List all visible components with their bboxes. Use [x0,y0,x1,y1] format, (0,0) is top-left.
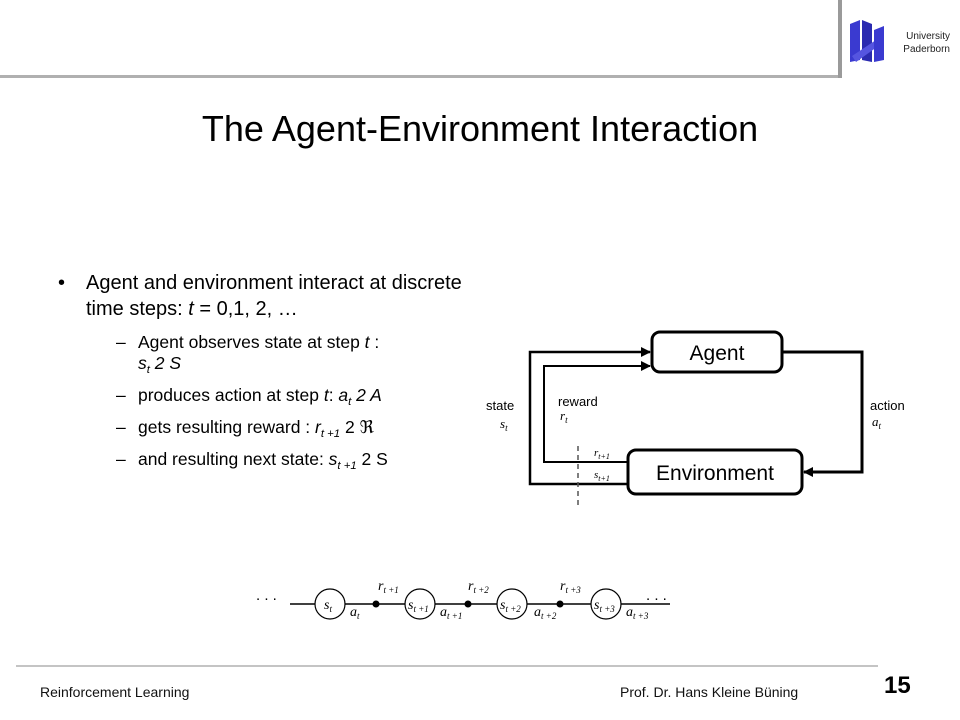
reward-arrow [543,361,651,463]
state-label: st [324,598,332,614]
state-arrow [528,347,651,486]
ellipsis-right: . . . [646,587,667,604]
reward-label: rt +3 [560,579,581,595]
state-label: state [486,398,514,413]
agent-label: Agent [690,342,745,365]
action-label: at +2 [534,605,557,621]
action-label: at +1 [440,605,462,621]
environment-label: Environment [656,462,774,485]
action-arrow [782,350,864,477]
university-logo-icon [850,20,884,62]
state-label: st +1 [408,598,429,614]
action-label: action [870,398,905,413]
bullet-dot: • [58,272,66,294]
state-node [590,588,622,620]
next-state-label: st+1 [594,469,610,483]
header-divider [838,0,842,78]
ellipsis-left: . . . [256,587,277,604]
svg-text:rt: rt [560,408,568,425]
action-label: at [350,605,360,621]
sub-bullet-observe: – Agent observes state at step t : st 2 … [116,332,380,376]
main-bullet-eq: = 0,1, 2, … [193,298,298,320]
footer-rule [16,665,878,667]
sub-bullet-action: – produces action at step t: at 2 A [116,385,382,408]
main-bullet: • Agent and environment interact at disc… [58,270,498,322]
action-label: at +3 [626,605,649,621]
main-bullet-var: t [188,298,194,320]
header-rule [0,75,840,78]
environment-box [626,448,804,496]
next-reward-label: rt+1 [594,447,610,461]
state-label: st +2 [500,598,521,614]
trajectory-sequence: . . . . . . st st +1 st +2 st +3 at at +… [256,579,670,621]
author-name: Prof. Dr. Hans Kleine Büning [620,684,799,700]
university-name: University Paderborn [888,30,950,56]
slide-title: The Agent-Environment Interaction [201,108,759,149]
state-node [314,588,346,620]
reward-label: rt +2 [468,579,489,595]
reward-label: rt +1 [378,579,399,595]
state-node [496,588,528,620]
sub-bullet-next-state: – and resulting next state: st +1 2 S [116,449,388,472]
action-dot [464,600,472,608]
action-dot [556,600,564,608]
reward-label: reward [558,394,598,409]
bullet-list: • Agent and environment interact at disc… [58,270,498,472]
page-number: 15 [884,672,911,699]
agent-environment-diagram: Agent Environment state st reward rt act… [486,330,905,508]
university-line-1: University [906,31,950,42]
svg-text:st: st [500,416,508,433]
svg-text:at: at [872,414,882,431]
state-label: st +3 [594,598,615,614]
main-bullet-text: Agent and environment interact at discre… [86,272,462,320]
course-title: Reinforcement Learning [40,684,190,700]
sub-bullet-reward: – gets resulting reward : rt +1 2 ℜ [116,417,374,440]
state-node [404,588,436,620]
university-line-2: Paderborn [903,44,950,55]
action-dot [372,600,380,608]
